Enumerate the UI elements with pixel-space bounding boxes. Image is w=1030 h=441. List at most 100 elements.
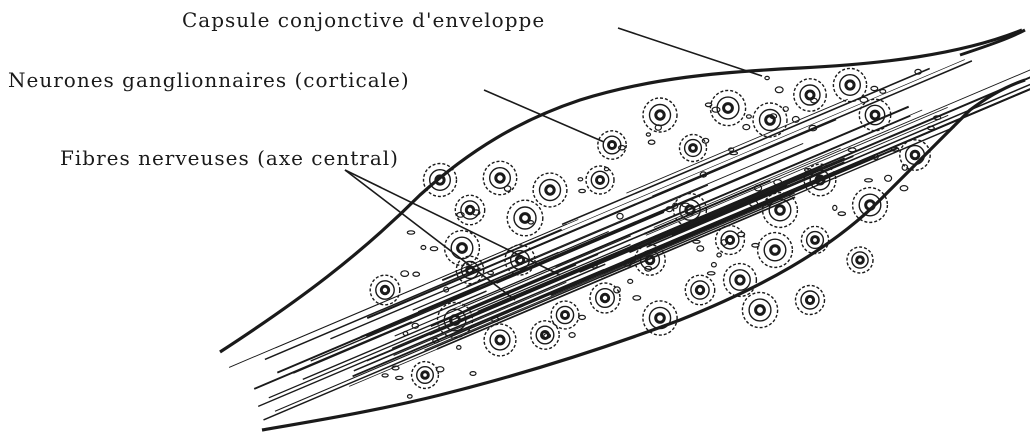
neuron [417, 367, 434, 384]
neuron [833, 68, 866, 101]
neuron [597, 177, 604, 184]
satellite-cell [860, 97, 868, 102]
neuron [412, 362, 439, 389]
nerve-fibre [450, 107, 909, 302]
satellite-cell [865, 179, 873, 182]
satellite-cell [407, 231, 414, 234]
neuron [643, 98, 677, 132]
nerve-fibre [424, 193, 794, 350]
neuron [596, 289, 615, 308]
neuron [370, 275, 400, 305]
satellite-cell [408, 395, 413, 399]
nerve-fibre-bundle [229, 60, 1030, 420]
neuron [483, 161, 516, 194]
satellite-cell [457, 346, 461, 350]
neuron [724, 264, 757, 297]
satellite-cell [470, 372, 476, 376]
satellite-cell [717, 253, 721, 257]
satellite-cell [403, 332, 408, 336]
satellite-cell [765, 76, 769, 79]
neuron [516, 256, 523, 263]
satellite-cell [488, 271, 494, 274]
capsule-upper-outline-right [960, 30, 1025, 55]
neuron [906, 146, 925, 165]
satellite-cell [648, 140, 655, 144]
neuron [866, 201, 875, 210]
neuron [812, 237, 819, 244]
neuron [422, 372, 429, 379]
satellite-cell [783, 107, 788, 112]
satellite-cell [617, 213, 623, 219]
satellite-cell [900, 186, 908, 191]
neuron [685, 275, 714, 304]
neuron [484, 324, 516, 356]
neuron [801, 226, 828, 253]
satellite-cell [614, 287, 621, 293]
label-capsule: Capsule conjonctive d'enveloppe [182, 10, 545, 30]
neuron [556, 306, 573, 323]
neuron [531, 321, 559, 349]
neuron [769, 199, 791, 221]
neuron [430, 170, 451, 191]
neuron [794, 79, 826, 111]
neuron [514, 207, 536, 229]
neuron [801, 291, 819, 309]
satellite-cell [885, 175, 892, 181]
neuron [376, 281, 394, 299]
neuron [562, 312, 569, 319]
neuron [840, 75, 861, 96]
neuron [756, 306, 765, 315]
satellite-cell [811, 98, 817, 103]
satellite-cell [693, 240, 700, 243]
neuron [601, 294, 608, 301]
satellite-cell [578, 178, 583, 181]
neuron [649, 307, 670, 328]
neuron [536, 326, 554, 344]
neuron [603, 136, 621, 154]
satellite-cell [752, 244, 759, 248]
neuron [533, 173, 567, 207]
neuron [871, 111, 879, 119]
satellite-cell [743, 125, 750, 130]
satellite-cell [705, 103, 711, 107]
neuron [852, 252, 868, 268]
neuron [776, 206, 785, 215]
satellite-cell [430, 247, 437, 251]
neuron [853, 188, 888, 223]
satellite-cell [833, 205, 837, 210]
nerve-fibre [631, 75, 1030, 247]
satellite-cell [413, 272, 420, 276]
neuron [758, 233, 793, 268]
neuron [796, 286, 825, 315]
neuron [381, 286, 388, 293]
neuron [521, 214, 530, 223]
neuron [736, 276, 744, 284]
neuron [730, 270, 750, 290]
neuron [546, 186, 554, 194]
neuron [496, 336, 504, 344]
neuron [857, 257, 864, 264]
satellite-cell [646, 133, 650, 136]
satellite-cell [707, 272, 715, 275]
neuron [859, 99, 890, 130]
neuron [764, 239, 786, 261]
satellite-cell [880, 90, 886, 94]
neuron [742, 292, 777, 327]
neuron [591, 171, 608, 188]
satellite-cell [747, 115, 752, 118]
neuron [507, 200, 543, 236]
satellite-cell [421, 246, 426, 250]
label-fibres: Fibres nerveuses (axe central) [60, 148, 399, 168]
satellite-cell [604, 168, 608, 171]
neuron [771, 246, 780, 255]
satellite-cell [579, 189, 586, 192]
neuron [455, 195, 484, 224]
neuron [710, 90, 745, 125]
satellite-cell [569, 333, 575, 338]
satellite-cell [712, 107, 720, 112]
satellite-cell [619, 146, 626, 150]
neuron [451, 237, 473, 259]
neuron [467, 267, 474, 274]
leader-line-fibres-1 [345, 170, 515, 300]
